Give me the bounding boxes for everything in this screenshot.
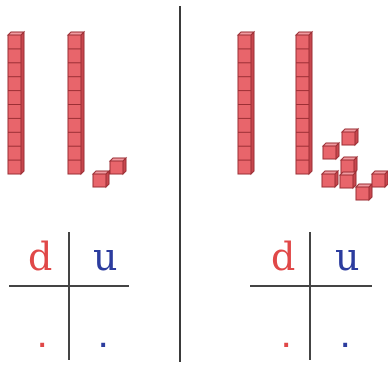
right-units-label: u	[335, 238, 359, 276]
left-tens-label: d	[28, 238, 52, 276]
right-tens-answer[interactable]: .	[282, 330, 290, 352]
right-unit-cube	[322, 171, 338, 187]
right-ten-rod	[238, 32, 254, 174]
right-unit-cube	[372, 171, 388, 187]
right-tens-label: d	[271, 238, 295, 276]
right-unit-cube	[340, 172, 356, 188]
right-unit-cube	[341, 157, 357, 173]
right-unit-cube	[323, 143, 339, 159]
left-ten-rod	[8, 32, 24, 174]
left-units-answer[interactable]: .	[99, 330, 107, 352]
right-ten-rod	[296, 32, 312, 174]
right-unit-cube	[342, 129, 358, 145]
right-units-answer[interactable]: .	[341, 330, 349, 352]
left-unit-cube	[110, 158, 126, 174]
right-unit-cube	[356, 184, 372, 200]
left-unit-cube	[93, 171, 109, 187]
left-tens-answer[interactable]: .	[38, 330, 46, 352]
left-units-label: u	[93, 238, 117, 276]
left-ten-rod	[68, 32, 84, 174]
